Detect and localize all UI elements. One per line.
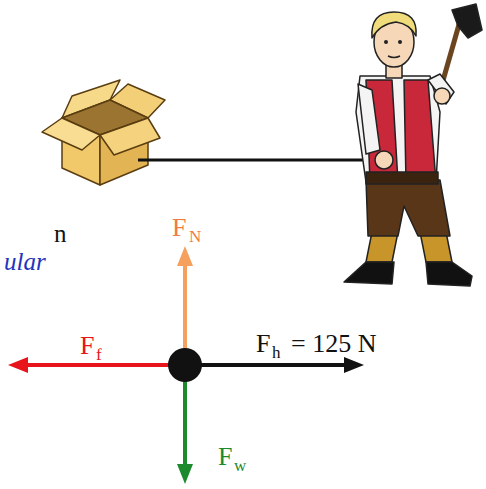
eye [384,40,388,44]
arrowhead [8,357,28,373]
force-symbol: F [218,444,232,470]
hand [434,88,450,104]
force-subscript: f [96,346,102,363]
shoe [426,262,472,286]
force-subscript: w [234,457,246,474]
trousers [366,180,450,236]
shoe [344,262,394,284]
force-value: = 125 N [291,331,376,357]
applied-force-arrow [198,363,346,367]
box-flap [42,118,100,150]
weight-force-arrow [183,378,187,466]
hair [372,12,416,38]
sleeve [428,74,454,104]
normal-force-arrow [183,262,187,355]
box-flap [100,118,160,155]
force-subscript: N [189,228,201,245]
hand [375,151,393,169]
cut-off-text: n [54,221,67,246]
cut-off-text: ular [4,249,46,274]
force-symbol: F [256,331,270,357]
friction-force-arrow [26,363,172,367]
vest [404,80,436,182]
arrowhead [177,464,193,484]
rope [138,159,392,162]
arrowhead [177,246,193,266]
shirt [356,76,440,182]
man-figure [344,4,482,286]
belt [366,172,438,184]
arrowhead [344,357,364,373]
force-symbol: F [80,333,94,359]
object-dot [168,348,202,382]
force-symbol: F [172,215,186,241]
force-arrows [8,246,364,484]
mouth [388,56,400,58]
axe-head [452,4,482,38]
cardboard-box [42,80,165,185]
eye [398,40,402,44]
force-subscript: h [272,344,281,361]
sleeve [358,84,380,154]
